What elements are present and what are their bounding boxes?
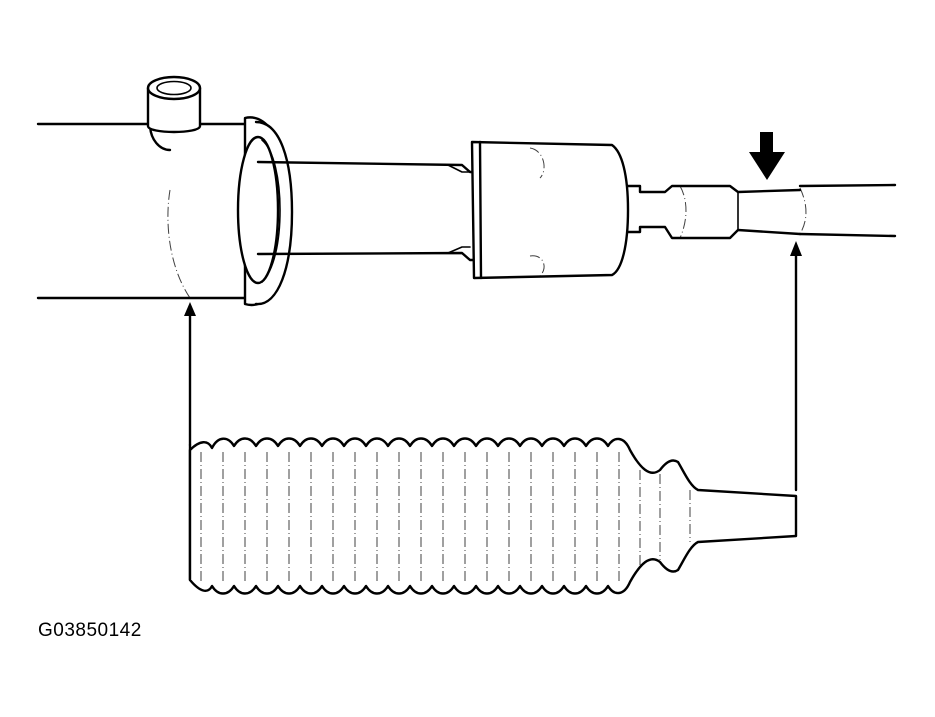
- housing-flange: [236, 116, 294, 307]
- tie-rod-shaft: [626, 183, 897, 240]
- housing-port-fitting: [146, 75, 202, 134]
- right-boot-lead-arrow: [790, 241, 802, 492]
- install-position-arrow-icon: [749, 132, 785, 180]
- rubber-boot-bellows: [188, 437, 798, 595]
- tie-rod-inner-joint: [470, 140, 630, 280]
- rack-housing: [36, 122, 247, 300]
- figure-id-label: G03850142: [38, 620, 142, 641]
